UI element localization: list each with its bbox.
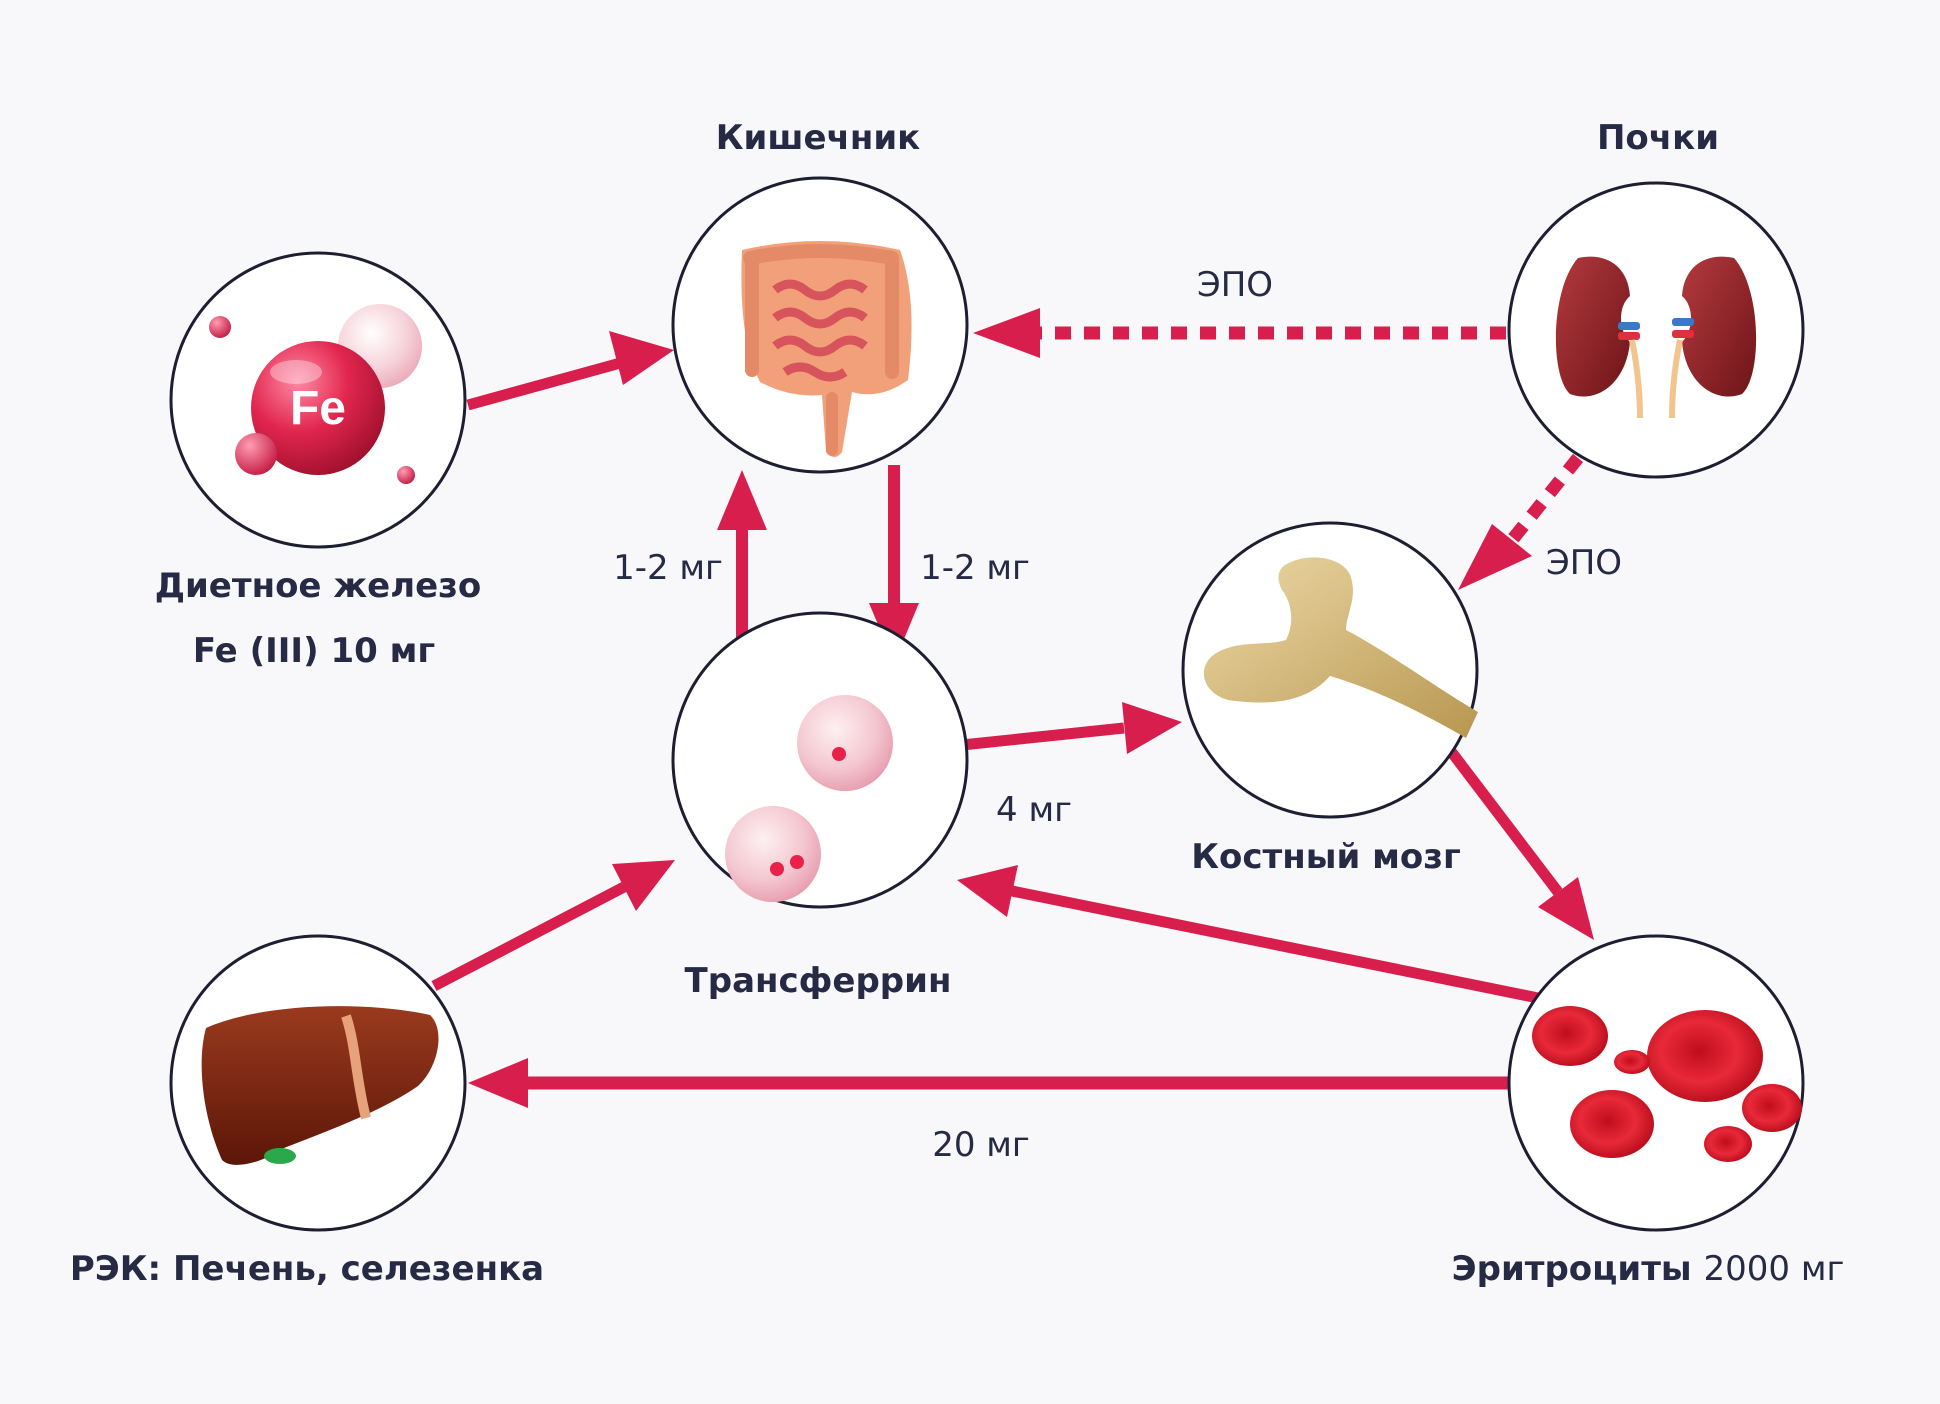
label-qty-erythrocytes-to-liver: 20 мг (932, 1125, 1030, 1165)
small-red-bubble (235, 433, 277, 475)
label-erythrocytes: Эритроциты 2000 мг (1452, 1252, 1845, 1286)
label-intestine: Кишечник (715, 118, 921, 158)
label-diet-iron-subtitle: Fe (III) 10 мг (192, 631, 436, 671)
label-epo-marrow: ЭПО (1545, 543, 1623, 583)
arrow-erythrocytes-to-transferrin (1010, 885, 1540, 1004)
arrowhead-erythrocytes-to-transferrin (957, 865, 1018, 917)
label-liver: РЭК: Печень, селезенка (69, 1249, 545, 1289)
node-erythrocytes (1507, 934, 1805, 1232)
arrow-transferrin-to-marrow (961, 722, 1125, 751)
small-red-bubble (397, 466, 415, 484)
arrow-marrow-to-erythrocytes (1445, 746, 1563, 896)
red-blood-cells-icon (1532, 1006, 1802, 1162)
intestine-icon (741, 241, 912, 457)
node-intestine (671, 176, 969, 474)
node-transferrin (671, 611, 969, 909)
arrowhead-transferrin-to-marrow (1122, 702, 1182, 754)
label-epo-intestine: ЭПО (1196, 265, 1274, 305)
label-erythrocytes-title: Эритроциты (1451, 1249, 1692, 1289)
arrow-liver-to-transferrin (431, 882, 627, 991)
label-qty-transferrin-to-marrow: 4 мг (996, 790, 1072, 830)
node-bone-marrow (1181, 521, 1479, 819)
arrowhead-diet-to-intestine (609, 331, 674, 385)
arrows (431, 308, 1594, 1108)
arrowhead-transferrin-to-intestine (717, 470, 767, 530)
node-liver (169, 934, 467, 1232)
label-qty-transferrin-to-intestine: 1-2 мг (613, 548, 723, 588)
label-erythrocytes-amount: 2000 мг (1703, 1249, 1845, 1289)
arrow-diet-to-intestine (466, 356, 626, 411)
bone-icon (1203, 557, 1478, 738)
kidneys-icon (1555, 256, 1757, 419)
transferrin-cells-icon (725, 695, 893, 902)
label-kidneys: Почки (1596, 118, 1720, 158)
arrowhead-erythrocytes-to-liver (468, 1058, 528, 1108)
node-diet-iron: Fe (169, 251, 467, 549)
node-kidneys (1507, 181, 1805, 479)
label-transferrin: Трансферрин (684, 961, 952, 1001)
arrow-epo-to-marrow (1506, 453, 1584, 545)
iron-sphere (251, 341, 385, 475)
small-red-bubble (209, 316, 231, 338)
arrowhead-marrow-to-erythrocytes (1538, 877, 1594, 940)
label-bone-marrow: Костный мозг (1191, 837, 1461, 877)
arrowhead-epo-to-intestine (973, 308, 1040, 358)
liver-icon (201, 1006, 439, 1165)
arrowhead-liver-to-transferrin (612, 860, 675, 911)
fe-symbol: Fe (290, 382, 346, 435)
arrowhead-epo-to-marrow (1458, 524, 1532, 590)
label-diet-iron: Диетное железо (154, 566, 482, 606)
label-qty-intestine-to-transferrin: 1-2 мг (920, 548, 1030, 588)
